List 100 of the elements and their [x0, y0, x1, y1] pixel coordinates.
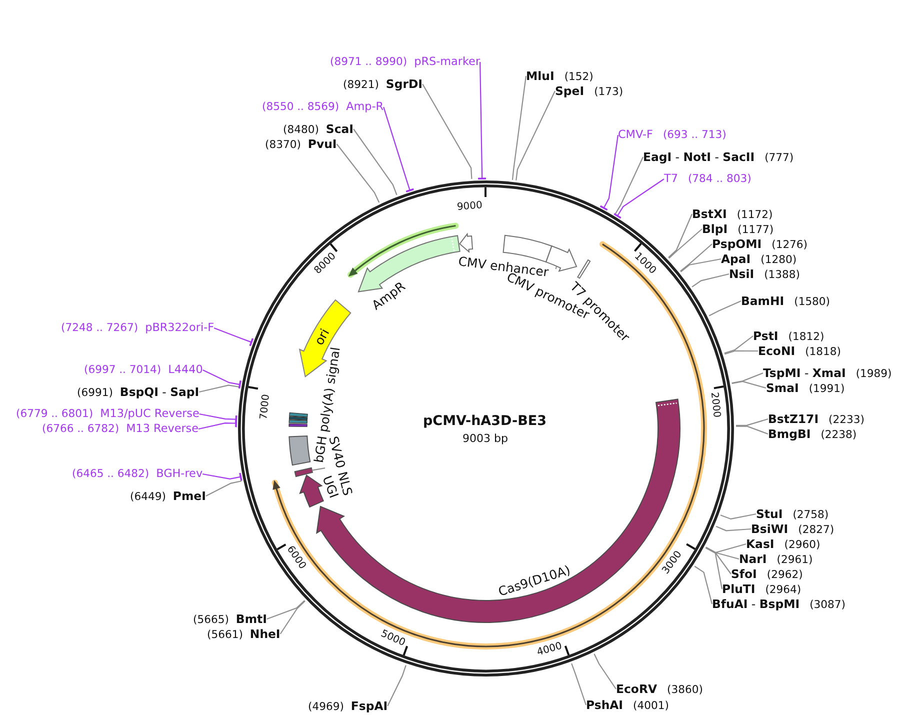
leader-line [199, 413, 238, 424]
enzyme-name: BsiWI [751, 522, 788, 536]
leader-line [214, 327, 254, 347]
site-position: (4001) [633, 698, 669, 712]
primer-position: (6766 .. 6782) [42, 422, 120, 436]
site-position: (3860) [667, 682, 703, 696]
leader-line [280, 600, 306, 634]
leader-line [555, 266, 558, 270]
site-position: (173) [594, 84, 624, 98]
tick-label: 4000 [536, 640, 564, 659]
site-position: (6449) [130, 490, 166, 504]
enzyme-name: KasI [746, 536, 774, 550]
site-position: (1989) [856, 366, 892, 380]
leader-line [383, 106, 415, 192]
enzyme-name: NheI [250, 626, 280, 640]
leader-line [716, 526, 752, 532]
leader-line [336, 144, 380, 203]
site-position: (5661) [207, 628, 243, 642]
site-position: (1388) [764, 268, 800, 282]
enzyme-name: PshAI [586, 698, 624, 712]
leader-line [571, 663, 587, 706]
primer-position: (784 .. 803) [688, 172, 752, 186]
enzyme-name: NsiI [729, 266, 754, 280]
primer-name: Amp-R [346, 100, 384, 114]
leader-line [708, 300, 742, 316]
enzyme-name: StuI [756, 506, 783, 520]
enzyme-name: NarI [739, 552, 767, 566]
leader-line [732, 380, 766, 389]
leader-line [680, 244, 712, 272]
site-position: (2960) [784, 538, 820, 552]
site-position: (2961) [776, 552, 813, 566]
feature-marks [288, 412, 308, 427]
site-position: (2964) [765, 582, 802, 596]
site-position: (5665) [193, 612, 229, 626]
site-position: (8921) [343, 78, 379, 92]
feature-segment [459, 233, 473, 252]
leader-line [706, 546, 740, 560]
site-position: (3087) [810, 598, 846, 612]
site-position: (2962) [766, 568, 803, 582]
site-position: (4969) [308, 700, 344, 714]
leader-line [594, 654, 616, 690]
enzyme-name: BspQI - SapI [120, 384, 200, 398]
primer-name: CMV-F [618, 128, 653, 142]
leader-line [614, 156, 644, 215]
enzyme-name: PluTI [722, 582, 756, 596]
leader-line [692, 273, 730, 288]
enzyme-name: BmtI [236, 612, 267, 626]
leader-line [720, 513, 756, 520]
site-position: (2758) [792, 508, 829, 522]
site-position: (2233) [828, 412, 864, 426]
enzyme-name: SpeI [555, 84, 584, 98]
enzyme-name: BmgBI [768, 426, 811, 440]
tick-label: 7000 [258, 393, 273, 420]
primer-name: L4440 [168, 363, 203, 377]
tick-label: 2000 [708, 392, 722, 418]
site-position: (1812) [788, 330, 824, 344]
site-position: (1172) [736, 208, 773, 222]
leader-line [705, 547, 723, 590]
primer-position: (693 .. 713) [662, 128, 726, 142]
primer-position: (8550 .. 8569) [262, 100, 340, 114]
feature-label: ori [312, 326, 332, 348]
plasmid-name: pCMV-hA3D-BE3 [423, 413, 546, 429]
site-position: (6991) [77, 386, 113, 400]
leader-line [668, 228, 702, 259]
primer-position: (6779 .. 6801) [16, 407, 94, 421]
leader-line [668, 214, 692, 258]
leader-line [732, 372, 764, 384]
leader-line [202, 370, 242, 390]
enzyme-name: SfoI [731, 566, 757, 580]
tick-label: 5000 [378, 628, 407, 650]
site-position: (1818) [805, 344, 841, 358]
enzyme-name: PmeI [172, 488, 206, 502]
leader-line [680, 258, 722, 272]
enzyme-name: PspOMI [712, 236, 762, 250]
site-position: (1280) [760, 252, 797, 266]
site-position: (2238) [820, 428, 857, 442]
primer-name: M13/pUC Reverse [100, 407, 200, 421]
primer-name: T7 [664, 172, 678, 186]
leader-line [736, 426, 768, 435]
leader-line [706, 543, 746, 554]
primer-position: (7248 .. 7267) [61, 321, 138, 335]
leader-line [198, 384, 240, 393]
primer-name: pRS-marker [414, 55, 480, 69]
leader-line [312, 468, 326, 471]
primer-position: (6997 .. 7014) [84, 363, 162, 377]
primer-name: pBR322ori-F [145, 321, 214, 335]
leader-line [724, 350, 758, 355]
leader-line [206, 480, 242, 496]
enzyme-name: FspAI [350, 698, 388, 712]
enzyme-name: SmaI [766, 380, 799, 394]
site-position: (1276) [772, 238, 808, 252]
site-position: (1991) [808, 382, 845, 396]
leader-line [202, 472, 242, 482]
site-position: (777) [764, 150, 794, 164]
primer-name: BGH-rev [156, 467, 203, 481]
leader-line [706, 547, 732, 574]
primer-position: (6465 .. 6482) [72, 467, 150, 481]
tick-label: 9000 [456, 200, 482, 214]
enzyme-name: EcoNI [758, 344, 796, 358]
leader-line [353, 128, 398, 196]
